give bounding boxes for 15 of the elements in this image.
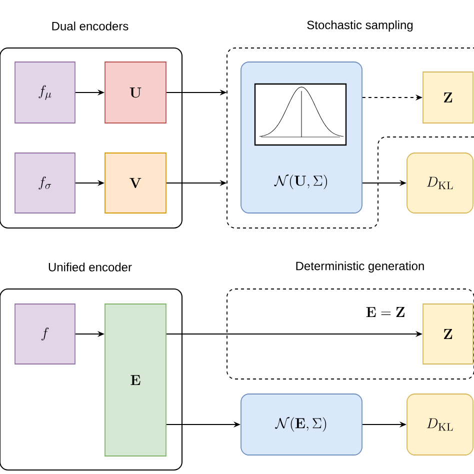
math-box: $f_\mu$ — [14, 62, 76, 124]
math-box: $\mathcal{N}(\mathbf{E},\Sigma)$ — [240, 394, 362, 456]
math-box: $f_\sigma$ — [14, 152, 76, 214]
group-title: Stochastic sampling — [307, 20, 413, 32]
group-title: Unified encoder — [48, 262, 132, 272]
math-box: $\mathbf{Z}$ — [422, 72, 474, 124]
math-box: $f$ — [14, 304, 76, 364]
math-box: $\mathbf{E}$ — [104, 304, 166, 456]
math-box: $D_{\mathrm{KL}}$ — [406, 394, 474, 456]
group-title: Dual encoders — [52, 22, 128, 30]
math-box: $\mathbf{U}$ — [104, 62, 166, 124]
math-box: $\mathbf{V}$ — [104, 152, 166, 214]
edge-label: $\mathbf{E}=\mathbf{Z}$ — [364, 306, 406, 318]
group-title: Deterministic generation — [296, 261, 424, 273]
math-box: $\mathbf{Z}$ — [422, 304, 474, 364]
